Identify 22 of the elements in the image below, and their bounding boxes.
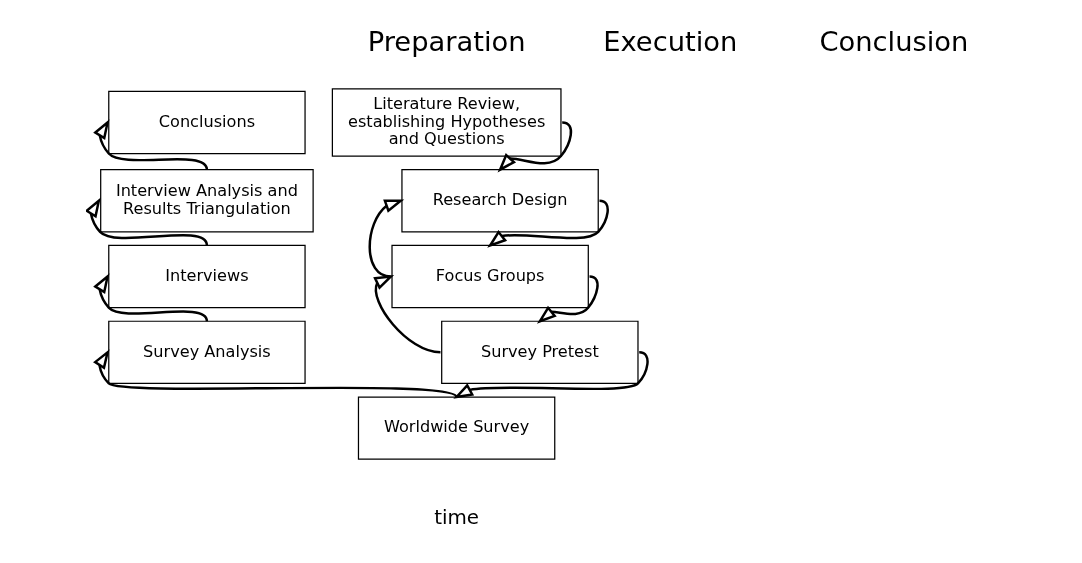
node-box: Conclusions — [107, 90, 306, 155]
node-box: Interviews — [107, 244, 306, 309]
label: Conclusion — [818, 26, 968, 58]
node-box: Focus Groups — [390, 244, 589, 309]
label: Preparation — [367, 26, 526, 58]
node-box: Literature Review, establishing Hypotheses and Questions — [331, 88, 562, 157]
node-box: Survey Pretest — [440, 320, 639, 384]
arrow — [536, 275, 599, 324]
arrow — [92, 119, 208, 171]
node-box: Research Design — [400, 169, 599, 233]
node-box: Survey Analysis — [107, 320, 306, 384]
node-box: Interview Analysis and Results Triangulation — [99, 169, 314, 233]
arrow — [372, 274, 441, 354]
arrow — [92, 349, 457, 399]
node-box: Worldwide Survey — [357, 396, 555, 460]
arrow — [486, 199, 609, 248]
arrow — [368, 199, 404, 278]
arrow — [92, 273, 208, 322]
arrow — [452, 351, 649, 399]
arrow — [497, 121, 572, 173]
label: time — [433, 505, 479, 529]
label: Execution — [602, 26, 737, 58]
